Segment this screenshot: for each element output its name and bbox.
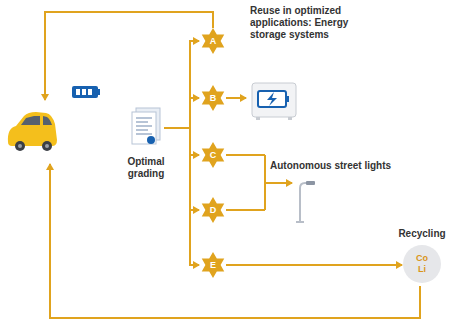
connector-arrow [226,264,402,266]
recycling-node: Recycling Co Li [392,228,452,283]
document-page [132,112,156,144]
node-label: Optimal grading [121,156,171,180]
option-star: D [200,197,226,223]
car-icon [8,112,57,151]
option-star: E [200,252,226,278]
star-letter: B [200,85,226,111]
option-star: C [200,142,226,168]
connector-arrow [164,41,199,128]
connector-arrow [164,128,199,210]
star-letter: E [200,252,226,278]
storage-arrow [226,97,246,99]
caption-label: Autonomous street lights [270,160,391,172]
option-star: B [200,85,226,111]
document-line [136,133,152,135]
battery-icon [72,86,100,98]
document-line [136,129,148,131]
lamp-arrow [265,182,292,184]
caption-label: Reuse in optimized applications: Energy … [250,5,378,41]
document-line [136,125,152,127]
document-seal [147,136,155,144]
reuse-loop [45,12,213,100]
document-line [136,117,152,119]
connector-arrow [164,128,199,155]
document-line [136,121,148,123]
node-heading: Recycling [392,228,452,240]
recycling-circle: Co Li [403,245,441,283]
grading-node: Optimal grading [112,106,180,180]
star-letter: C [200,142,226,168]
star-letter: A [200,28,226,54]
element-symbols: Co Li [415,253,429,275]
option-star: A [200,28,226,54]
star-letter: D [200,197,226,223]
connector-arrow [164,128,199,265]
connector-arrow [164,98,199,128]
document-icon [128,106,164,150]
recycle-loop [50,164,420,318]
storage-icon [252,83,296,120]
street-light [296,181,315,223]
